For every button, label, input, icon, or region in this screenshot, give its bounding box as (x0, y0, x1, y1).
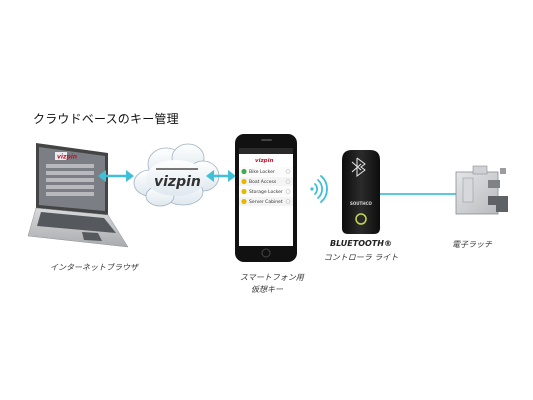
key-status-icon (241, 188, 247, 195)
double-arrow-icon (206, 170, 236, 182)
phone-list-item-toggle-icon[interactable] (285, 169, 291, 174)
phone-caption-line1: スマートフォン用 (240, 273, 305, 282)
phone-status-bar (239, 148, 293, 154)
wireless-signal-icon (310, 175, 328, 203)
phone-list-item-toggle-icon[interactable] (285, 199, 291, 204)
phone-list-item-bg (239, 197, 293, 206)
laptop-screen-row (46, 185, 94, 189)
phone-list-item-bg (239, 167, 293, 176)
controller-status-ring (355, 213, 367, 225)
bluetooth-controller: SOUTHCO (342, 150, 380, 234)
phone-caption-line2: 仮想キー (251, 285, 284, 294)
phone-list-item-bg (239, 187, 293, 196)
latch-connector (500, 168, 506, 174)
electronic-latch (455, 165, 508, 215)
cloud-logo-bar (156, 168, 198, 170)
phone-list-item[interactable]: Server Cabinet (239, 197, 293, 206)
phone-app-logo: vizpin (255, 158, 273, 164)
controller-subtitle: コントローラ ライト (323, 253, 399, 262)
phone-speaker (261, 139, 272, 141)
controller-body (342, 150, 380, 234)
laptop-trackpad (82, 232, 102, 241)
laptop-screen-row (46, 171, 94, 175)
key-status-icon (241, 178, 247, 185)
phone-list-item-label: Storage Locker (249, 189, 283, 195)
phone-list-item-toggle-icon[interactable] (285, 179, 291, 184)
laptop-screen-logo: vizpin (57, 154, 77, 161)
latch-caption: 電子ラッチ (452, 240, 493, 249)
laptop-screen-row (46, 178, 94, 182)
bluetooth-icon (351, 157, 366, 177)
laptop-keyboard (37, 212, 116, 233)
double-arrow-icon (98, 170, 134, 182)
phone-list-item[interactable]: Bike Locker (239, 167, 293, 176)
latch-body (455, 171, 499, 215)
phone-list-item[interactable]: Boat Access (239, 177, 293, 186)
cloud-logo: vizpin (154, 174, 201, 190)
cloud-icon: vizpin (133, 143, 220, 207)
latch-top-block (472, 165, 488, 175)
latch-bolt (488, 180, 500, 188)
laptop: vizpin (27, 143, 129, 248)
phone-list-item-label: Bike Locker (249, 169, 275, 175)
laptop-caption: インターネットブラウザ (50, 263, 139, 272)
latch-hook (488, 196, 508, 212)
key-status-icon (241, 168, 247, 175)
laptop-screen-row (46, 192, 94, 196)
phone-list-item-toggle-icon[interactable] (285, 189, 291, 194)
controller-title: BLUETOOTH® (330, 239, 392, 248)
phone-list-item[interactable]: Storage Locker (239, 187, 293, 196)
key-status-icon (241, 198, 247, 205)
phone-list-item-bg (239, 177, 293, 186)
phone-list-item-label: Boat Access (249, 179, 277, 185)
latch-plate (462, 177, 474, 203)
page-title: クラウドベースのキー管理 (33, 112, 179, 126)
phone-list-item-label: Server Cabinet (249, 199, 283, 205)
controller-brand: SOUTHCO (350, 201, 373, 206)
laptop-screen-row (46, 164, 94, 168)
phone-home-button[interactable] (261, 248, 271, 258)
laptop-screen-logo-box (55, 152, 67, 160)
